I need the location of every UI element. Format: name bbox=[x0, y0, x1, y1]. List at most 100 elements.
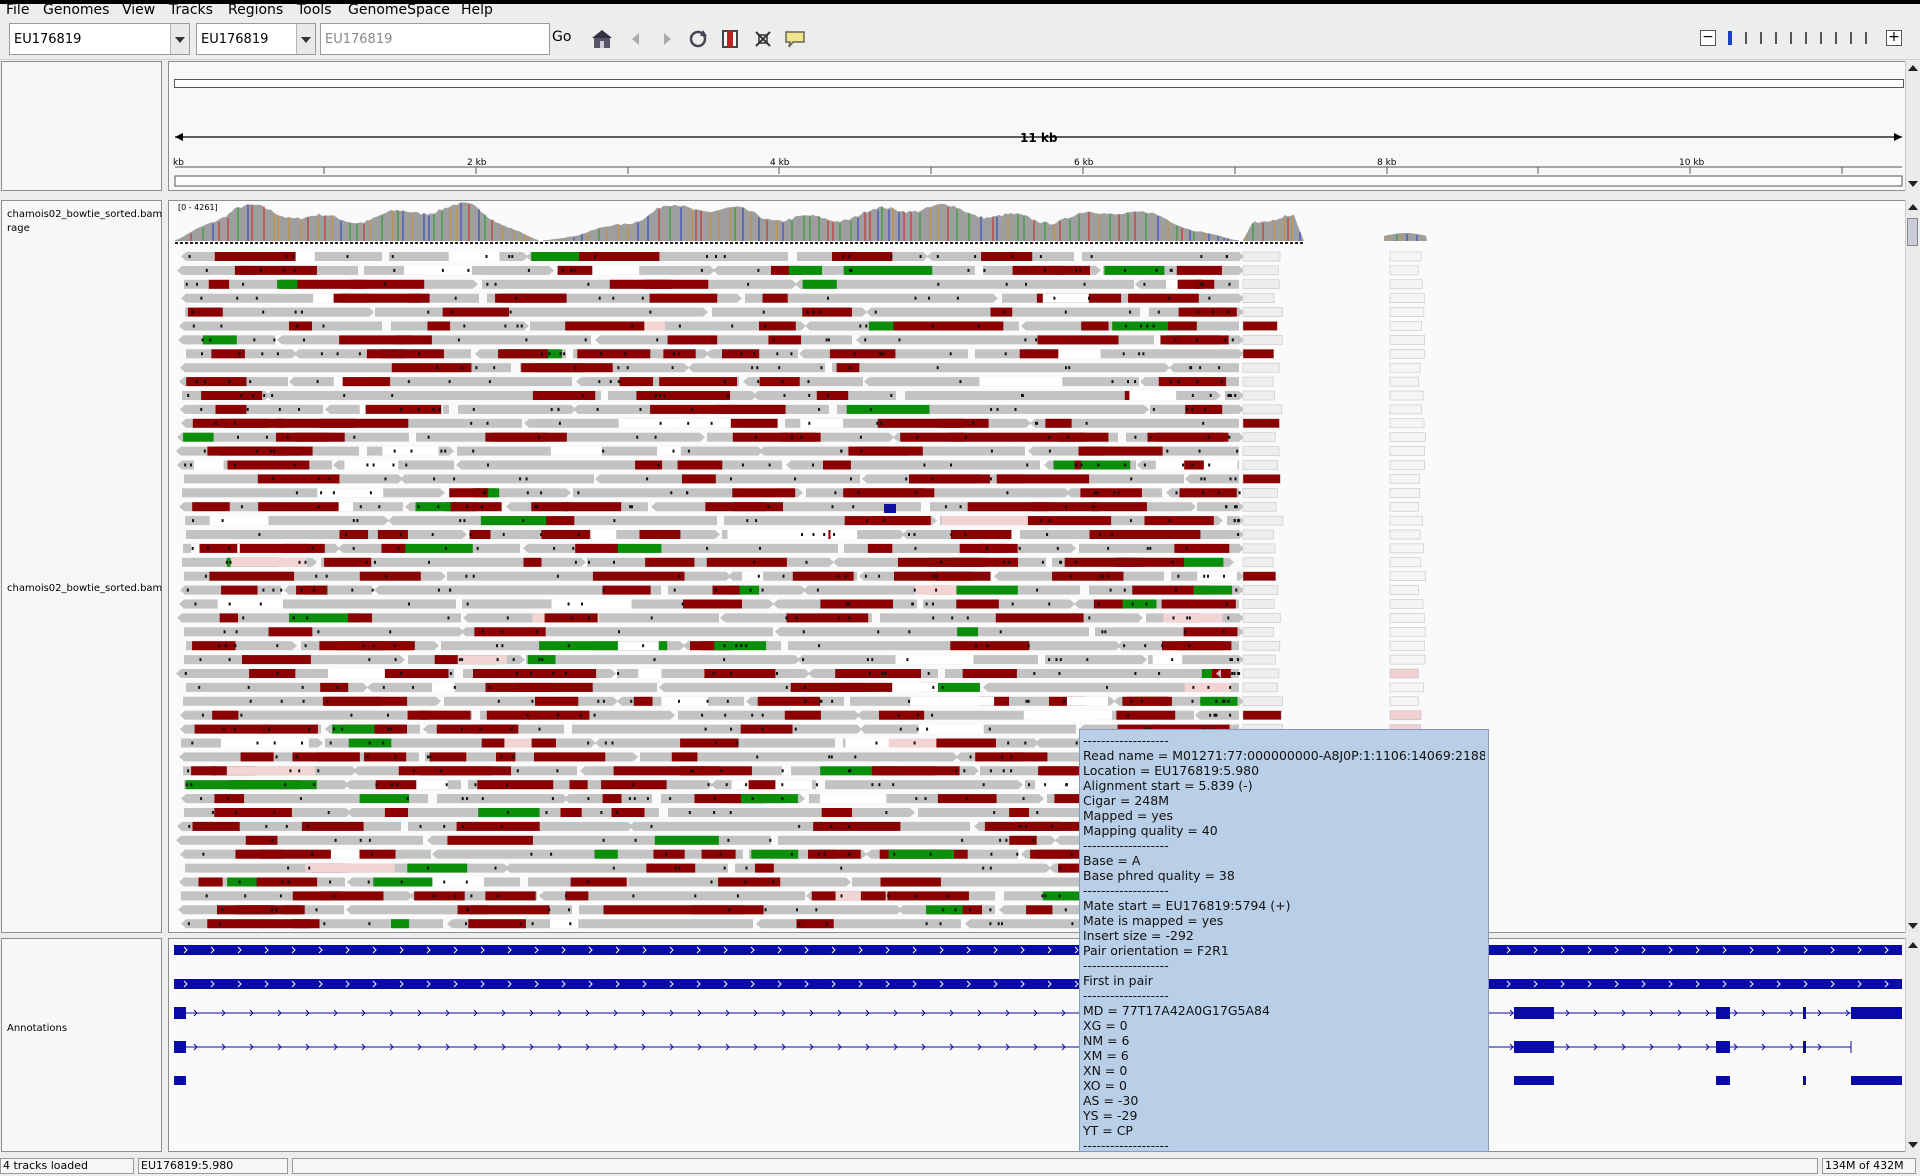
aligned-read[interactable] bbox=[844, 543, 1071, 553]
aligned-read[interactable] bbox=[761, 919, 961, 929]
read-segment[interactable] bbox=[868, 321, 911, 331]
read-segment[interactable] bbox=[877, 418, 964, 428]
read-segment[interactable] bbox=[926, 905, 963, 915]
aligned-read[interactable] bbox=[806, 488, 1065, 498]
read-segment[interactable] bbox=[415, 502, 472, 512]
read-segment[interactable] bbox=[792, 571, 854, 581]
menu-regions[interactable]: Regions bbox=[228, 2, 284, 18]
read-segment[interactable] bbox=[690, 905, 744, 915]
read-segment[interactable] bbox=[350, 279, 425, 289]
aligned-read[interactable] bbox=[1389, 362, 1421, 373]
back-icon[interactable] bbox=[624, 27, 648, 51]
region-of-interest-icon[interactable] bbox=[718, 27, 742, 51]
data-panel[interactable]: [0 - 4261] bbox=[168, 200, 1907, 933]
read-segment[interactable] bbox=[1058, 863, 1086, 873]
aligned-read[interactable] bbox=[668, 808, 910, 817]
read-segment[interactable] bbox=[603, 905, 693, 915]
read-segment[interactable] bbox=[283, 543, 308, 553]
read-segment[interactable] bbox=[305, 863, 395, 873]
aligned-read[interactable] bbox=[852, 877, 1183, 887]
read-segment[interactable] bbox=[1193, 585, 1233, 595]
data-panel-scrollbar[interactable] bbox=[1905, 200, 1919, 933]
read-segment[interactable] bbox=[249, 669, 296, 678]
read-segment[interactable] bbox=[1018, 821, 1059, 831]
aligned-read[interactable] bbox=[1389, 390, 1424, 401]
aligned-read[interactable] bbox=[1389, 279, 1423, 290]
read-segment[interactable] bbox=[1179, 279, 1204, 289]
read-segment[interactable] bbox=[320, 682, 349, 692]
read-segment[interactable] bbox=[728, 585, 760, 595]
read-segment[interactable] bbox=[192, 502, 230, 512]
read-segment[interactable] bbox=[948, 905, 982, 915]
read-segment[interactable] bbox=[276, 432, 330, 442]
read-segment[interactable] bbox=[1197, 571, 1237, 581]
menu-tools[interactable]: Tools bbox=[297, 2, 332, 18]
aligned-read[interactable] bbox=[1389, 432, 1426, 442]
aligned-read[interactable] bbox=[432, 835, 771, 845]
read-segment[interactable] bbox=[646, 863, 696, 873]
read-segment[interactable] bbox=[259, 849, 331, 859]
read-segment[interactable] bbox=[364, 752, 407, 762]
read-segment[interactable] bbox=[1091, 502, 1147, 512]
read-segment[interactable] bbox=[1122, 696, 1168, 706]
read-segment[interactable] bbox=[1113, 557, 1134, 567]
aligned-read[interactable] bbox=[945, 669, 1213, 678]
read-segment[interactable] bbox=[296, 585, 327, 595]
aligned-read[interactable] bbox=[1242, 682, 1278, 693]
read-segment[interactable] bbox=[212, 710, 239, 720]
read-segment[interactable] bbox=[653, 849, 685, 859]
menu-view[interactable]: View bbox=[122, 2, 156, 18]
read-segment[interactable] bbox=[340, 293, 422, 303]
aligned-read[interactable] bbox=[526, 655, 795, 665]
read-segment[interactable] bbox=[602, 794, 622, 804]
read-segment[interactable] bbox=[394, 335, 432, 345]
read-segment[interactable] bbox=[748, 780, 776, 790]
read-segment[interactable] bbox=[456, 821, 540, 831]
aligned-read[interactable] bbox=[530, 321, 801, 331]
read-segment[interactable] bbox=[633, 696, 653, 706]
read-segment[interactable] bbox=[821, 808, 852, 817]
read-segment[interactable] bbox=[245, 835, 278, 845]
read-segment[interactable] bbox=[381, 543, 406, 553]
read-segment[interactable] bbox=[879, 710, 925, 720]
menu-genomes[interactable]: Genomes bbox=[43, 2, 110, 18]
aligned-read[interactable] bbox=[1389, 654, 1426, 665]
aligned-read[interactable] bbox=[1035, 418, 1239, 428]
aligned-read[interactable] bbox=[1389, 599, 1424, 609]
feature-panel-scrollbar[interactable] bbox=[1905, 938, 1919, 1152]
read-segment[interactable] bbox=[504, 738, 532, 748]
aligned-read[interactable] bbox=[1227, 516, 1239, 526]
aligned-read[interactable] bbox=[1389, 557, 1422, 568]
transcript-exon[interactable] bbox=[1803, 1041, 1806, 1053]
read-segment[interactable] bbox=[480, 516, 547, 526]
read-segment[interactable] bbox=[751, 849, 799, 859]
read-segment[interactable] bbox=[562, 502, 622, 512]
transcript-exon[interactable] bbox=[1514, 1007, 1554, 1019]
read-segment[interactable] bbox=[1053, 460, 1075, 470]
aligned-read[interactable] bbox=[572, 724, 857, 734]
aligned-read[interactable] bbox=[1389, 627, 1426, 637]
aligned-read[interactable] bbox=[1242, 321, 1278, 331]
aligned-read[interactable] bbox=[510, 863, 728, 873]
aligned-read[interactable] bbox=[1389, 293, 1425, 303]
read-segment[interactable] bbox=[967, 502, 1050, 512]
read-segment[interactable] bbox=[342, 377, 391, 387]
zoom-widget[interactable]: − + bbox=[1700, 27, 1910, 49]
read-segment[interactable] bbox=[1028, 710, 1113, 720]
aligned-read[interactable] bbox=[1389, 376, 1419, 387]
read-segment[interactable] bbox=[477, 780, 554, 790]
read-segment[interactable] bbox=[929, 557, 1019, 567]
aligned-read[interactable] bbox=[184, 627, 459, 637]
aligned-read[interactable] bbox=[1389, 335, 1426, 345]
read-segment[interactable] bbox=[784, 710, 821, 720]
read-segment[interactable] bbox=[543, 252, 601, 261]
read-segment[interactable] bbox=[959, 543, 1018, 553]
read-segment[interactable] bbox=[786, 613, 869, 623]
aligned-read[interactable] bbox=[1242, 599, 1275, 609]
aligned-read[interactable] bbox=[1242, 696, 1283, 707]
read-segment[interactable] bbox=[214, 794, 245, 804]
read-segment[interactable] bbox=[650, 391, 731, 400]
read-segment[interactable] bbox=[450, 502, 477, 512]
aligned-read[interactable] bbox=[1190, 474, 1239, 484]
aligned-read[interactable] bbox=[185, 404, 323, 414]
